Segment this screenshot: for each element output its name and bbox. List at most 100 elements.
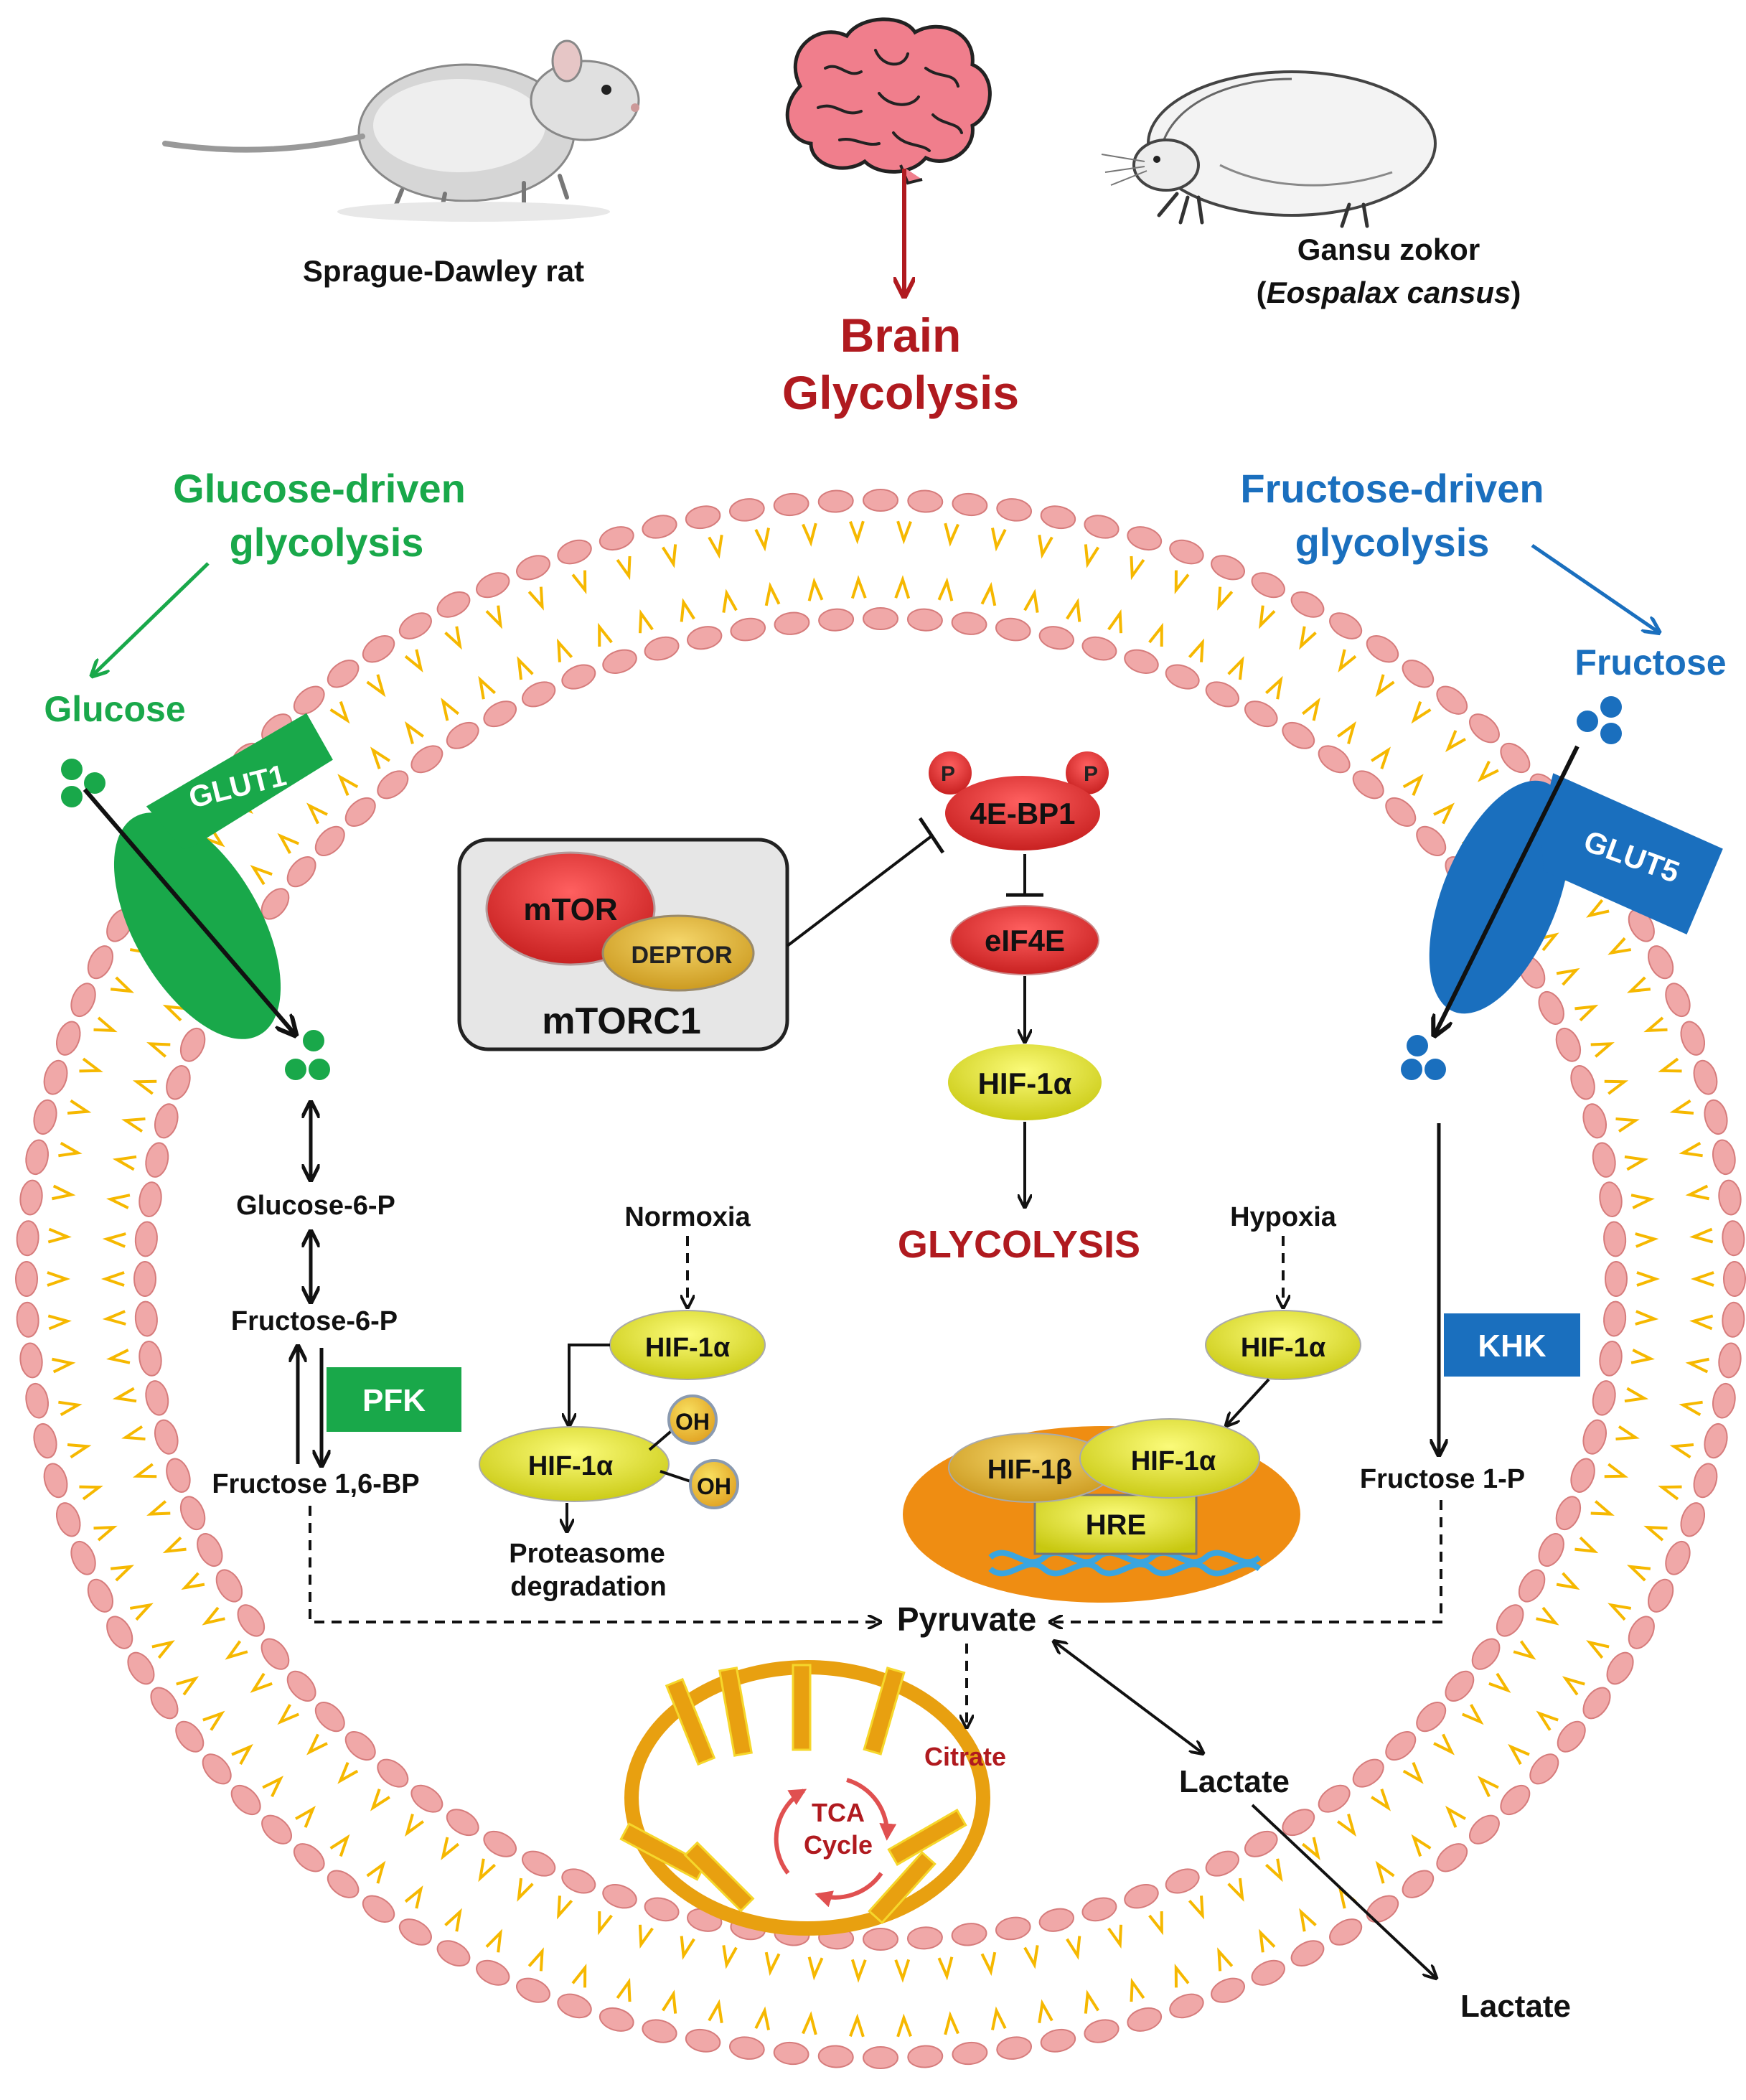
lipid-head <box>1582 1687 1611 1720</box>
lipid-tail <box>1217 586 1234 611</box>
lipid-head <box>1680 1502 1706 1537</box>
lipid-tail <box>79 1485 103 1501</box>
phospho-right-label: P <box>1084 762 1098 786</box>
lipid-tail <box>1658 1485 1682 1501</box>
glut1-tag-shape <box>146 713 333 849</box>
glucose-transport-arrow <box>83 788 294 1033</box>
lipid-tail <box>1174 570 1190 594</box>
lipid-tail <box>181 1572 205 1590</box>
lipid-tail <box>1445 730 1466 752</box>
lipid-tail <box>517 1878 534 1902</box>
lipid-head <box>55 1021 81 1056</box>
pfk-label: PFK <box>362 1383 426 1418</box>
lipid-head <box>951 611 987 635</box>
lipid-head <box>476 1959 510 1986</box>
hif1a-main-label: HIF-1α <box>978 1067 1072 1100</box>
lipid-tail <box>1615 1425 1640 1441</box>
lipid-tail <box>58 1400 83 1417</box>
lipid-head <box>261 1638 290 1670</box>
lipid-head <box>446 1809 479 1837</box>
lipid-tail <box>129 1603 154 1621</box>
lipid-head <box>134 1300 158 1337</box>
lipid-head <box>410 745 443 774</box>
deptor-shape <box>601 914 755 992</box>
lipid-head <box>476 572 510 599</box>
lipid-tail <box>1669 1443 1694 1459</box>
lactate-inside-label: Lactate <box>1179 1764 1290 1799</box>
hif1a-normoxia-label: HIF-1α <box>645 1333 730 1363</box>
lipid-head <box>87 945 113 980</box>
lipid-tail <box>370 1789 390 1811</box>
lipid-tail <box>849 2013 865 2038</box>
brain-icon <box>785 17 992 185</box>
phospho-left-label: P <box>941 762 955 786</box>
lipid-head <box>1244 1830 1278 1857</box>
lipid-tail <box>444 1908 462 1932</box>
lipid-tail <box>1259 1928 1276 1953</box>
degradation-label: degradation <box>510 1572 666 1602</box>
lipid-tail <box>337 774 359 797</box>
lipid-head <box>166 1065 191 1100</box>
lipid-head <box>145 1142 169 1178</box>
lipid-head <box>863 1928 898 1951</box>
lipid-head <box>1436 685 1468 715</box>
lipid-head <box>1469 1814 1500 1844</box>
lipid-head <box>87 1578 113 1613</box>
lipid-head <box>1251 572 1285 599</box>
lipid-tail <box>105 1349 131 1364</box>
pfk-box <box>327 1367 461 1432</box>
lipid-tail <box>1607 1603 1632 1621</box>
lipid-tail <box>850 1959 867 1983</box>
lipid-head <box>15 1261 38 1297</box>
lipid-head <box>1555 1027 1582 1062</box>
lipid-tail <box>93 1016 118 1033</box>
lipid-head <box>1665 1540 1691 1575</box>
lipid-tail <box>1689 1227 1714 1244</box>
lipid-tail <box>1227 1878 1244 1902</box>
lipid-head <box>995 1916 1031 1941</box>
lipid-head <box>817 2045 854 2068</box>
lipid-head <box>1416 1702 1447 1733</box>
lipid-head <box>33 1099 57 1135</box>
lipid-tail <box>722 589 738 613</box>
lipid-tail <box>1536 1606 1559 1626</box>
fructose-molecules-inside <box>1401 1035 1446 1080</box>
lipid-head <box>1244 700 1278 728</box>
lipid-head <box>863 607 898 630</box>
lipid-tail <box>441 697 459 721</box>
lipid-head <box>561 664 596 690</box>
lipid-head <box>1538 990 1564 1025</box>
lipid-head <box>1169 1993 1204 2019</box>
lipid-tail <box>1630 1349 1656 1364</box>
lipid-tail <box>121 1425 146 1441</box>
fructose-transport-arrow <box>1435 745 1580 1033</box>
lipid-tail <box>1461 1704 1484 1725</box>
lipid-head <box>127 1651 155 1685</box>
lipid-head <box>1038 1908 1074 1932</box>
lipid-tail <box>202 1606 225 1626</box>
lipid-tail <box>202 1710 225 1731</box>
lipid-head <box>906 608 943 632</box>
inhibition-bar-4ebp1 <box>918 817 945 854</box>
lipid-head <box>599 526 634 551</box>
lipid-tail <box>441 1837 459 1861</box>
lipid-head <box>377 1758 409 1788</box>
fructose-heading-arrow <box>1531 543 1658 632</box>
lipid-head <box>230 1784 261 1816</box>
lipid-tail <box>478 675 496 700</box>
lipid-head <box>1718 1179 1742 1216</box>
lipid-head <box>1402 660 1435 688</box>
lipid-head <box>197 1533 223 1567</box>
lipid-tail <box>1624 1387 1649 1403</box>
lipid-head <box>602 649 637 674</box>
fructose-1-p-label: Fructose 1-P <box>1360 1464 1525 1494</box>
lipid-head <box>1500 742 1531 774</box>
mitochondrion-cristae <box>619 1664 967 1925</box>
lipid-tail <box>1375 674 1395 698</box>
lipid-tail <box>708 535 723 559</box>
lipid-head <box>522 681 556 708</box>
lipid-head <box>1693 1463 1718 1499</box>
lipid-head <box>1605 1261 1628 1297</box>
lipid-head <box>286 856 316 888</box>
hif1a-hypoxia-label: HIF-1α <box>1241 1333 1325 1363</box>
